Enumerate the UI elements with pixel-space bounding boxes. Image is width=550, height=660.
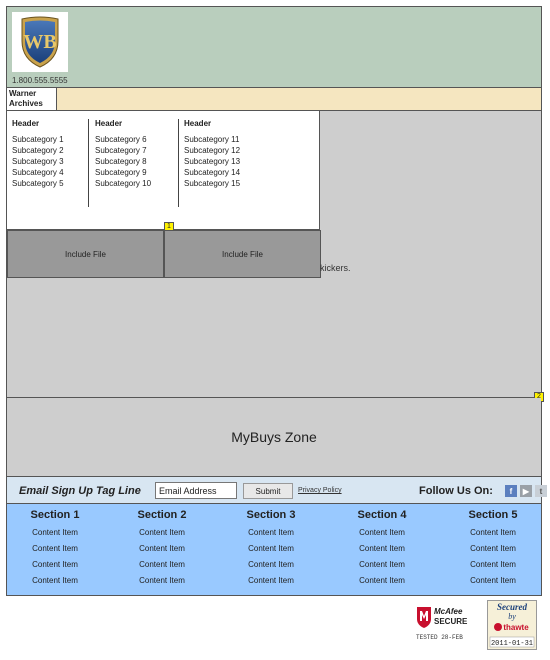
youtube-icon[interactable]: ▶ (520, 485, 532, 497)
menu-subcategory-link[interactable]: Subcategory 14 (184, 168, 241, 177)
twitter-icon[interactable]: t (535, 485, 547, 497)
main-nav: Warner Archives (7, 88, 541, 111)
svg-text:SECURE: SECURE (434, 617, 468, 626)
signup-tagline: Email Sign Up Tag Line (19, 485, 141, 497)
section-title: Section 5 (468, 509, 518, 521)
svg-text:thawte: thawte (503, 623, 529, 632)
menu-column-header: Header (12, 119, 40, 128)
content-item-link[interactable]: Content Item (359, 528, 405, 537)
phone-number: 1.800.555.5555 (12, 76, 68, 85)
section-title: Section 2 (137, 509, 187, 521)
menu-column-header: Header (95, 119, 123, 128)
content-item-link[interactable]: Content Item (470, 560, 516, 569)
content-item-link[interactable]: Content Item (248, 544, 294, 553)
menu-subcategory-link[interactable]: Subcategory 6 (95, 135, 147, 144)
main-content: Header Subcategory 1 Subcategory 2 Subca… (7, 111, 544, 402)
svg-text:Secured: Secured (497, 602, 527, 612)
content-item-link[interactable]: Content Item (139, 560, 185, 569)
section-title: Section 3 (246, 509, 296, 521)
include-file-row: Include File Include File (7, 230, 321, 278)
menu-subcategory-link[interactable]: Subcategory 10 (95, 179, 152, 188)
section-title: Section 4 (357, 509, 407, 521)
mcafee-shield-icon: McAfee SECURE TESTED 28-FEB (416, 607, 468, 641)
content-item-link[interactable]: Content Item (470, 544, 516, 553)
footer-section-2: Section 2 Content Item Content Item Cont… (122, 509, 202, 589)
svg-text:2011-01-31: 2011-01-31 (491, 640, 533, 648)
mega-menu-dropdown: Header Subcategory 1 Subcategory 2 Subca… (7, 111, 320, 230)
content-item-link[interactable]: Content Item (248, 528, 294, 537)
facebook-icon[interactable]: f (505, 485, 517, 497)
privacy-policy-link[interactable]: Privacy Policy (298, 487, 342, 494)
mybuys-zone: MyBuys Zone (7, 398, 541, 477)
footer-section-3: Section 3 Content Item Content Item Cont… (231, 509, 311, 589)
menu-subcategory-link[interactable]: Subcategory 12 (184, 146, 241, 155)
menu-column-3: Header Subcategory 11 Subcategory 12 Sub… (184, 119, 240, 189)
menu-subcategory-link[interactable]: Subcategory 11 (184, 135, 240, 144)
svg-text:by: by (508, 612, 516, 621)
menu-divider (88, 119, 89, 207)
menu-subcategory-link[interactable]: Subcategory 13 (184, 157, 241, 166)
nav-item-warner-archives[interactable]: Warner Archives (7, 88, 57, 110)
content-item-link[interactable]: Content Item (139, 544, 185, 553)
content-item-link[interactable]: Content Item (359, 544, 405, 553)
menu-column-1: Header Subcategory 1 Subcategory 2 Subca… (12, 119, 64, 189)
email-field[interactable] (155, 482, 237, 499)
include-file-block: Include File (164, 230, 321, 278)
content-item-link[interactable]: Content Item (470, 528, 516, 537)
menu-subcategory-link[interactable]: Subcategory 5 (12, 179, 64, 188)
thawte-seal-icon: Secured by thawte 2011-01-31 (489, 602, 535, 648)
content-item-link[interactable]: Content Item (32, 576, 78, 585)
content-item-link[interactable]: Content Item (248, 560, 294, 569)
footer-section-4: Section 4 Content Item Content Item Cont… (342, 509, 422, 589)
content-item-link[interactable]: Content Item (32, 560, 78, 569)
wb-logo[interactable]: WB (12, 12, 68, 72)
kickers-text: kickers. (320, 263, 351, 273)
menu-subcategory-link[interactable]: Subcategory 7 (95, 146, 147, 155)
menu-subcategory-link[interactable]: Subcategory 8 (95, 157, 147, 166)
footer-section-1: Section 1 Content Item Content Item Cont… (15, 509, 95, 589)
wb-shield-icon: WB (21, 16, 59, 68)
svg-text:WB: WB (23, 31, 56, 53)
email-signup-bar: Email Sign Up Tag Line Submit Privacy Po… (7, 477, 547, 504)
section-title: Section 1 (30, 509, 80, 521)
content-item-link[interactable]: Content Item (32, 544, 78, 553)
mcafee-secure-badge[interactable]: McAfee SECURE TESTED 28-FEB (414, 603, 474, 643)
follow-us-label: Follow Us On: (419, 485, 493, 497)
menu-subcategory-link[interactable]: Subcategory 2 (12, 146, 64, 155)
content-item-link[interactable]: Content Item (359, 576, 405, 585)
svg-text:TESTED 28-FEB: TESTED 28-FEB (416, 634, 463, 641)
content-item-link[interactable]: Content Item (470, 576, 516, 585)
svg-text:McAfee: McAfee (434, 607, 463, 616)
content-item-link[interactable]: Content Item (359, 560, 405, 569)
mybuys-zone-label: MyBuys Zone (231, 429, 317, 445)
menu-subcategory-link[interactable]: Subcategory 1 (12, 135, 64, 144)
content-item-link[interactable]: Content Item (32, 528, 78, 537)
include-file-block: Include File (7, 230, 164, 278)
content-item-link[interactable]: Content Item (139, 576, 185, 585)
menu-subcategory-link[interactable]: Subcategory 15 (184, 179, 241, 188)
page-frame: WB 1.800.555.5555 Warner Archives Header… (6, 6, 547, 596)
menu-subcategory-link[interactable]: Subcategory 9 (95, 168, 147, 177)
menu-subcategory-link[interactable]: Subcategory 4 (12, 168, 64, 177)
menu-subcategory-link[interactable]: Subcategory 3 (12, 157, 64, 166)
submit-button[interactable]: Submit (243, 483, 293, 499)
content-item-link[interactable]: Content Item (139, 528, 185, 537)
menu-column-2: Header Subcategory 6 Subcategory 7 Subca… (95, 119, 151, 189)
footer-sections: Section 1 Content Item Content Item Cont… (7, 504, 541, 595)
thawte-secured-badge[interactable]: Secured by thawte 2011-01-31 (487, 600, 537, 650)
footer-section-5: Section 5 Content Item Content Item Cont… (453, 509, 533, 589)
site-header: WB 1.800.555.5555 (7, 7, 541, 88)
content-item-link[interactable]: Content Item (248, 576, 294, 585)
menu-divider (178, 119, 179, 207)
menu-column-header: Header (184, 119, 212, 128)
